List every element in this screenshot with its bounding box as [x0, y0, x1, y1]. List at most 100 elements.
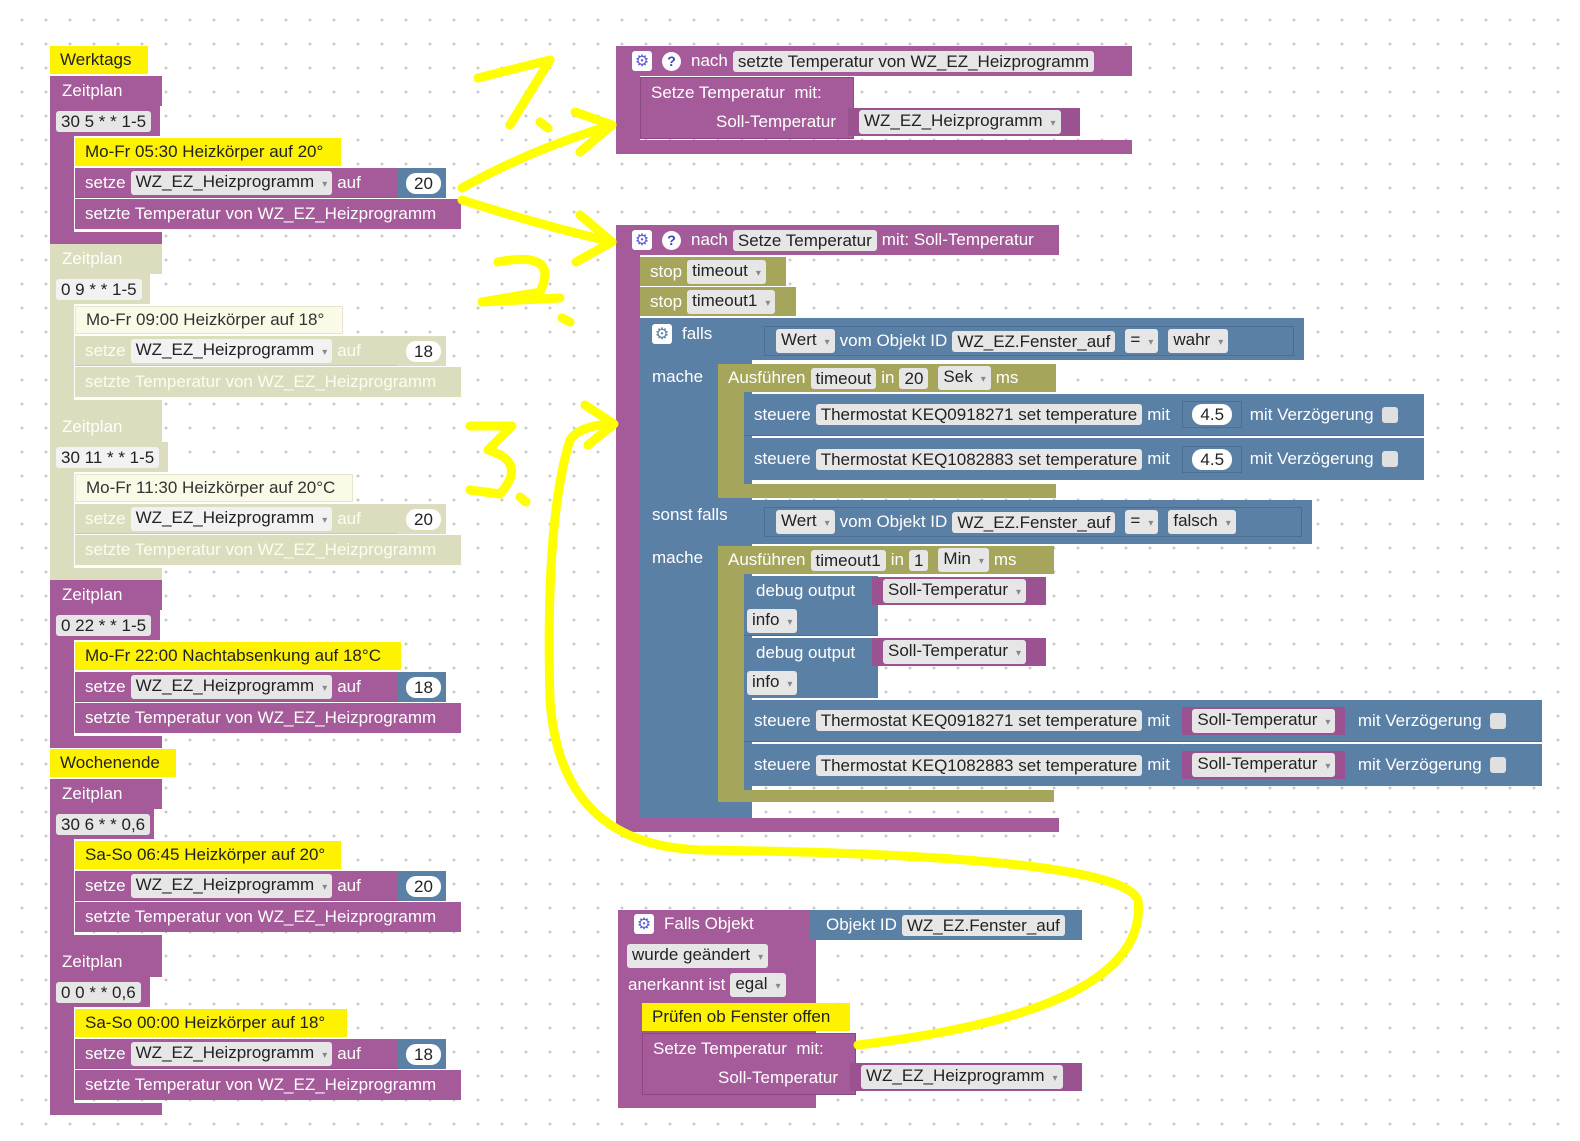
- control-thermostat-2a[interactable]: steuere Thermostat KEQ0918271 set temper…: [744, 700, 1542, 742]
- set-variable-block[interactable]: setze WZ_EZ_Heizprogramm auf: [75, 504, 400, 534]
- value-input[interactable]: 4.5: [1192, 404, 1233, 425]
- thermostat-field[interactable]: Thermostat KEQ1082883 set temperature: [815, 448, 1143, 470]
- value-block[interactable]: 18: [398, 336, 446, 366]
- change-dropdown[interactable]: wurde geändert: [627, 944, 769, 968]
- level-dropdown[interactable]: info: [747, 609, 798, 633]
- value-block[interactable]: 18: [398, 1039, 446, 1069]
- call-function-block[interactable]: setzte Temperatur von WZ_EZ_Heizprogramm: [75, 199, 461, 229]
- value-input[interactable]: 20: [406, 508, 441, 530]
- wert-dropdown[interactable]: Wert: [776, 329, 835, 353]
- gear-icon[interactable]: ⚙: [632, 230, 652, 250]
- label-werktags[interactable]: Werktags: [50, 46, 148, 74]
- condition-2[interactable]: Wert vom Objekt ID WZ_EZ.Fenster_auf = f…: [764, 507, 1302, 537]
- call-function-block[interactable]: setzte Temperatur von WZ_EZ_Heizprogramm: [75, 703, 461, 733]
- gear-icon[interactable]: ⚙: [652, 324, 672, 344]
- set-variable-block[interactable]: setze WZ_EZ_Heizprogramm auf: [75, 672, 400, 702]
- value-block[interactable]: 20: [398, 871, 446, 901]
- value-block[interactable]: 20: [398, 168, 446, 198]
- control-thermostat-1a[interactable]: steuere Thermostat KEQ0918271 set temper…: [744, 394, 1424, 436]
- cron-field[interactable]: 30 5 * * 1-5: [56, 110, 152, 132]
- schedule-comment[interactable]: Mo-Fr 22:00 Nachtabsenkung auf 18°C: [75, 642, 401, 670]
- call-function-block[interactable]: setzte Temperatur von WZ_EZ_Heizprogramm: [75, 1070, 461, 1100]
- set-variable-block[interactable]: setze WZ_EZ_Heizprogramm auf: [75, 336, 400, 366]
- value-input[interactable]: 20: [406, 875, 441, 897]
- timeout-dropdown[interactable]: timeout: [687, 259, 766, 284]
- variable-dropdown[interactable]: WZ_EZ_Heizprogramm: [859, 110, 1061, 134]
- arg-variable-1[interactable]: WZ_EZ_Heizprogramm: [848, 108, 1080, 136]
- unit-dropdown[interactable]: Sek: [938, 366, 991, 390]
- delay-checkbox[interactable]: [1381, 406, 1398, 423]
- trigger-object[interactable]: Objekt ID WZ_EZ.Fenster_auf: [810, 910, 1082, 940]
- gear-icon[interactable]: ⚙: [632, 51, 652, 71]
- zeitplan-header[interactable]: [50, 580, 162, 610]
- schedule-comment[interactable]: Mo-Fr 05:30 Heizkörper auf 20°: [75, 138, 341, 166]
- gear-icon[interactable]: ⚙: [634, 914, 654, 934]
- call-function-block[interactable]: setzte Temperatur von WZ_EZ_Heizprogramm: [75, 367, 461, 397]
- call-setze-temperatur-1[interactable]: Setze Temperatur mit:: [640, 77, 854, 139]
- cron-field[interactable]: 0 9 * * 1-5: [56, 278, 142, 300]
- unit-dropdown[interactable]: Min: [938, 548, 989, 572]
- set-variable-block[interactable]: setze WZ_EZ_Heizprogramm auf: [75, 168, 400, 198]
- variable-dropdown[interactable]: Soll-Temperatur: [883, 579, 1027, 603]
- debug-arg-1[interactable]: Soll-Temperatur: [872, 577, 1046, 605]
- delay-value[interactable]: 1: [908, 549, 929, 571]
- timeout-name[interactable]: timeout1: [810, 549, 886, 571]
- falsch-dropdown[interactable]: falsch: [1168, 510, 1236, 534]
- delay-value[interactable]: 20: [899, 367, 929, 389]
- arg-variable-2[interactable]: WZ_EZ_Heizprogramm: [850, 1063, 1082, 1091]
- schedule-comment[interactable]: Sa-So 06:45 Heizkörper auf 20°: [75, 841, 341, 869]
- debug-arg-2[interactable]: Soll-Temperatur: [872, 638, 1046, 666]
- control-thermostat-1b[interactable]: steuere Thermostat KEQ1082883 set temper…: [744, 438, 1424, 480]
- cron-field[interactable]: 30 11 * * 1-5: [56, 446, 160, 468]
- cron-field[interactable]: 0 0 * * 0,6: [56, 981, 141, 1003]
- value-input[interactable]: 4.5: [1192, 448, 1233, 470]
- value-block[interactable]: 18: [398, 672, 446, 702]
- set-variable-block[interactable]: setze WZ_EZ_Heizprogramm auf: [75, 871, 400, 901]
- set-variable-block[interactable]: setze WZ_EZ_Heizprogramm auf: [75, 1039, 400, 1069]
- variable-dropdown[interactable]: WZ_EZ_Heizprogramm: [861, 1065, 1063, 1089]
- variable-dropdown[interactable]: Soll-Temperatur: [1192, 753, 1336, 777]
- thermostat-field[interactable]: Thermostat KEQ0918271 set temperature: [815, 404, 1143, 425]
- delay-checkbox[interactable]: [1381, 451, 1398, 467]
- timeout1-dropdown[interactable]: timeout1: [687, 289, 776, 314]
- execute-timeout-2[interactable]: Ausführen timeout1 in 1 Min ms: [718, 546, 1054, 574]
- trigger-comment[interactable]: Prüfen ob Fenster offen: [642, 1003, 850, 1031]
- value-input[interactable]: 18: [406, 1043, 441, 1065]
- condition-1[interactable]: Wert vom Objekt ID WZ_EZ.Fenster_auf = w…: [764, 326, 1294, 356]
- call-function-block[interactable]: setzte Temperatur von WZ_EZ_Heizprogramm: [75, 535, 461, 565]
- value-input[interactable]: 18: [406, 676, 441, 698]
- object-id-field[interactable]: WZ_EZ.Fenster_auf: [901, 914, 1065, 936]
- call-function-block[interactable]: setzte Temperatur von WZ_EZ_Heizprogramm: [75, 902, 461, 932]
- thermostat-field[interactable]: Thermostat KEQ0918271 set temperature: [815, 710, 1143, 731]
- schedule-comment[interactable]: Mo-Fr 09:00 Heizkörper auf 18°: [75, 306, 343, 334]
- function-name-field[interactable]: setzte Temperatur von WZ_EZ_Heizprogramm: [732, 50, 1095, 72]
- schedule-comment[interactable]: Mo-Fr 11:30 Heizkörper auf 20°C: [75, 474, 353, 502]
- level-dropdown[interactable]: info: [747, 671, 798, 695]
- execute-timeout-1[interactable]: Ausführen timeout in 20 Sek ms: [718, 364, 1056, 392]
- variable-dropdown[interactable]: WZ_EZ_Heizprogramm: [130, 170, 333, 195]
- value-input[interactable]: 20: [406, 172, 441, 194]
- cron-field[interactable]: 0 22 * * 1-5: [56, 614, 152, 636]
- thermostat-field[interactable]: Thermostat KEQ1082883 set temperature: [815, 754, 1143, 776]
- operator-dropdown[interactable]: =: [1125, 329, 1159, 353]
- delay-checkbox[interactable]: [1489, 757, 1506, 773]
- variable-dropdown[interactable]: WZ_EZ_Heizprogramm: [130, 338, 333, 363]
- zeitplan-header[interactable]: [50, 947, 162, 977]
- label-wochenende[interactable]: Wochenende: [50, 749, 176, 777]
- help-icon[interactable]: ?: [662, 230, 681, 250]
- variable-dropdown[interactable]: WZ_EZ_Heizprogramm: [130, 506, 333, 531]
- function-name-field[interactable]: Setze Temperatur: [732, 229, 877, 251]
- object-id-field[interactable]: WZ_EZ.Fenster_auf: [952, 330, 1116, 352]
- object-id-field[interactable]: WZ_EZ.Fenster_auf: [952, 511, 1116, 533]
- ack-dropdown[interactable]: egal: [730, 973, 786, 997]
- control-thermostat-2b[interactable]: steuere Thermostat KEQ1082883 set temper…: [744, 744, 1542, 786]
- schedule-comment[interactable]: Sa-So 00:00 Heizkörper auf 18°: [75, 1009, 347, 1037]
- variable-dropdown[interactable]: Soll-Temperatur: [883, 640, 1027, 664]
- operator-dropdown[interactable]: =: [1125, 510, 1159, 534]
- variable-dropdown[interactable]: WZ_EZ_Heizprogramm: [130, 674, 333, 699]
- cron-field[interactable]: 30 6 * * 0,6: [56, 813, 151, 835]
- zeitplan-header[interactable]: [50, 76, 162, 106]
- value-input[interactable]: 18: [406, 340, 441, 362]
